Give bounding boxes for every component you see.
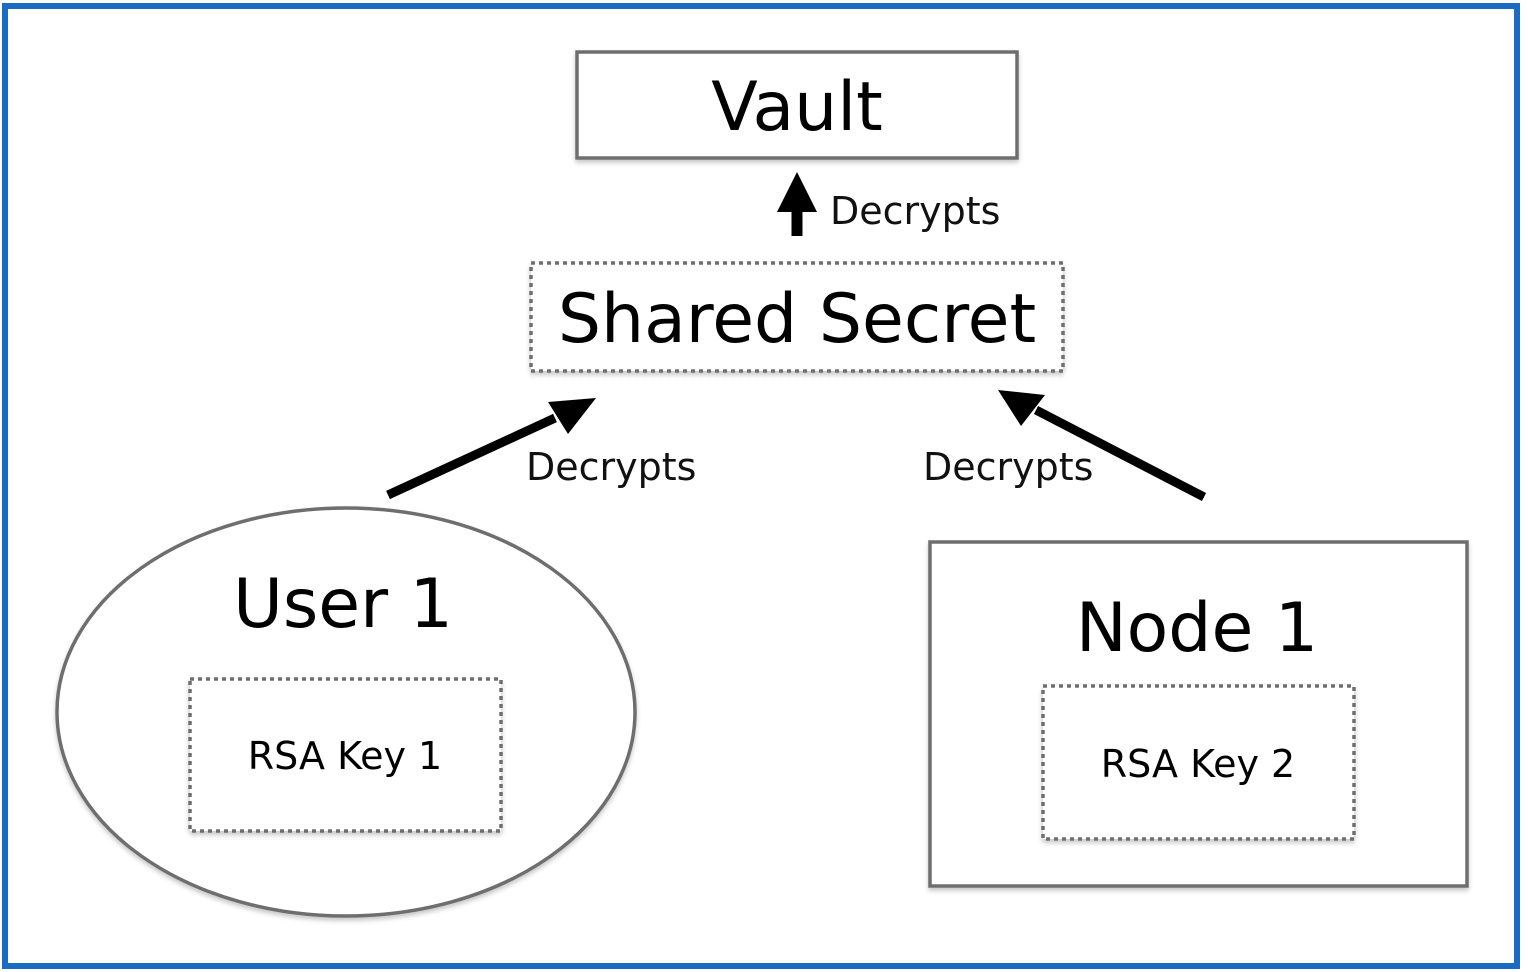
edge-label-from-node-1: Decrypts — [923, 445, 1093, 489]
user-1-node: User 1 RSA Key 1 — [55, 506, 637, 918]
shared-secret-box — [529, 261, 1065, 373]
edge-node-1-to-shared-secret: Decrypts — [923, 390, 1207, 501]
edge-label-from-user-1: Decrypts — [526, 445, 696, 489]
rsa-key-1-box — [188, 677, 503, 833]
user-1-label: User 1 — [233, 565, 453, 644]
arrow-shaft-from-node-1 — [1033, 406, 1207, 501]
shared-secret-label: Shared Secret — [558, 280, 1036, 359]
arrow-head-to-vault — [777, 172, 817, 212]
rsa-key-1-label: RSA Key 1 — [248, 734, 442, 778]
arrow-head-from-user-1 — [548, 398, 596, 434]
shared-secret-node: Shared Secret — [529, 261, 1065, 373]
vault-box — [575, 50, 1019, 160]
arrow-shaft-from-user-1 — [386, 413, 557, 500]
edge-label-to-vault: Decrypts — [830, 189, 1000, 233]
diagram-frame — [2, 3, 1520, 969]
rsa-key-2-box — [1041, 684, 1356, 841]
arrow-head-from-node-1 — [998, 390, 1045, 426]
node-1-label: Node 1 — [1076, 589, 1318, 668]
node-1-node: Node 1 RSA Key 2 — [928, 540, 1469, 888]
edge-shared-secret-to-vault: Decrypts — [777, 172, 1000, 236]
edge-user-1-to-shared-secret: Decrypts — [386, 398, 696, 500]
vault-node: Vault — [575, 50, 1019, 160]
vault-label: Vault — [711, 68, 883, 147]
rsa-key-2-label: RSA Key 2 — [1101, 742, 1295, 786]
